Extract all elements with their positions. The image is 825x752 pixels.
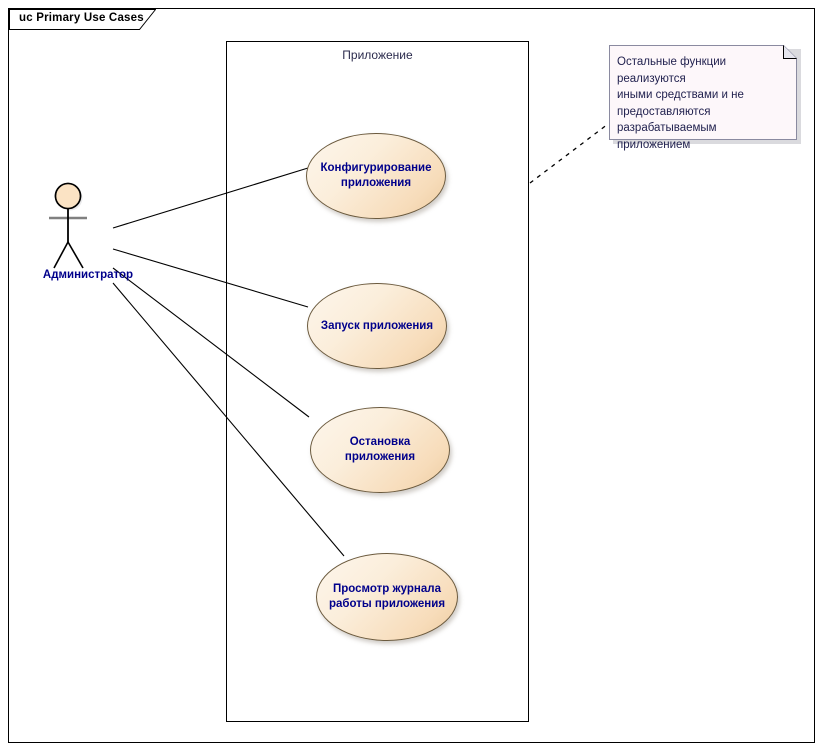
actor-administrator[interactable]: Администратор	[28, 180, 148, 285]
system-boundary-label: Приложение	[342, 48, 413, 62]
use-case-configure-application[interactable]: Конфигурирование приложения	[306, 133, 446, 219]
diagram-note[interactable]: Остальные функции реализуются иными сред…	[609, 45, 801, 151]
title-tab-shape-icon	[9, 9, 156, 30]
use-case-label: Остановка приложения	[344, 436, 416, 463]
actor-label: Администратор	[42, 269, 134, 281]
note-text: Остальные функции реализуются иными сред…	[617, 56, 744, 151]
use-case-label: Конфигурирование приложения	[320, 162, 432, 189]
diagram-title-tab[interactable]: uc Primary Use Cases	[8, 8, 156, 30]
use-case-stop-application[interactable]: Остановка приложения	[310, 407, 450, 493]
stick-figure-actor-icon	[49, 182, 87, 269]
use-case-view-application-log[interactable]: Просмотр журнала работы приложения	[316, 553, 458, 641]
note-shape-icon	[609, 45, 797, 140]
use-case-label: Запуск приложения	[320, 319, 434, 332]
diagram-title-label: uc Primary Use Cases	[19, 12, 144, 24]
use-case-start-application[interactable]: Запуск приложения	[307, 283, 447, 369]
use-case-label: Просмотр журнала работы приложения	[328, 583, 446, 610]
